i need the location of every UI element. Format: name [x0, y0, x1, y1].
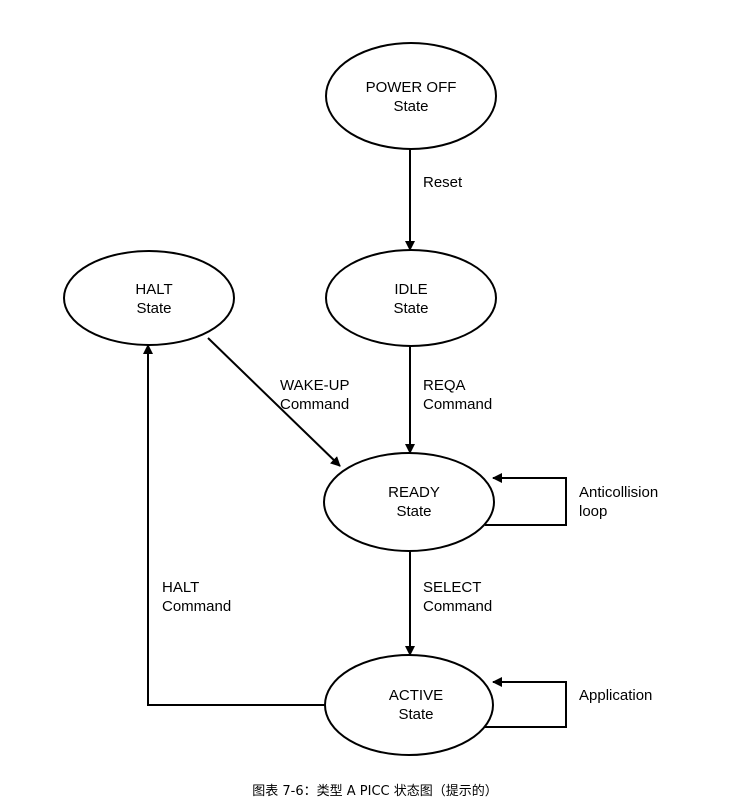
power-off-state-node: POWER OFF State [325, 42, 497, 150]
anticollision-label: Anticollision [579, 484, 658, 501]
halt-command-arrow [143, 344, 326, 706]
anticollision-sublabel: loop [579, 503, 607, 520]
wakeup-sublabel: Command [280, 396, 349, 413]
halt-sublabel: State [136, 300, 171, 317]
select-label: SELECT [423, 579, 481, 596]
wakeup-label: WAKE-UP [280, 377, 349, 394]
reqa-sublabel: Command [423, 396, 492, 413]
halt-label: HALT [135, 281, 172, 298]
active-label: ACTIVE [389, 687, 443, 704]
active-ellipse [324, 654, 494, 756]
halt-command-label: HALT [162, 579, 199, 596]
anticollision-loop-arrow [485, 473, 567, 526]
select-sublabel: Command [423, 598, 492, 615]
halt-command-sublabel: Command [162, 598, 231, 615]
application-loop-arrow [485, 677, 567, 728]
idle-sublabel: State [393, 300, 428, 317]
power-off-sublabel: State [393, 98, 428, 115]
ready-sublabel: State [396, 503, 431, 520]
figure-caption: 图表 7-6：类型 A PICC 状态图（提示的） [252, 784, 498, 799]
power-off-label: POWER OFF [366, 79, 457, 96]
idle-ellipse [325, 249, 497, 347]
power-off-ellipse [325, 42, 497, 150]
ready-label: READY [388, 484, 440, 501]
wakeup-arrow [207, 337, 341, 467]
halt-ellipse [63, 250, 235, 346]
reqa-label: REQA [423, 377, 466, 394]
reset-label: Reset [423, 174, 463, 191]
idle-state-node: IDLE State [325, 249, 497, 347]
halt-state-node: HALT State [63, 250, 235, 346]
active-sublabel: State [398, 706, 433, 723]
ready-state-node: READY State [323, 452, 495, 552]
idle-label: IDLE [394, 281, 427, 298]
ready-ellipse [323, 452, 495, 552]
active-state-node: ACTIVE State [324, 654, 494, 756]
application-label: Application [579, 687, 652, 704]
